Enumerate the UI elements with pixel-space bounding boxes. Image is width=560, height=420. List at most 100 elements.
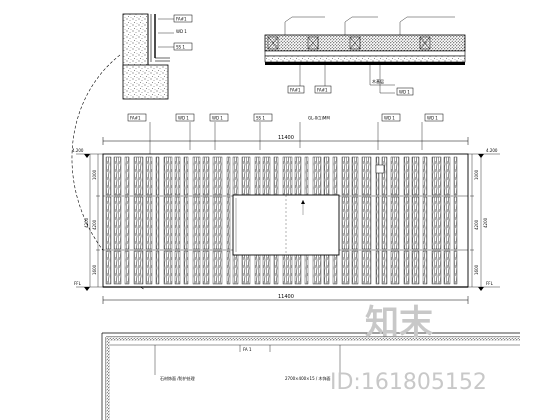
top-dimension: 11400 [102,135,469,145]
right-dim-total: 4200 [483,217,488,228]
wood-slat [341,196,350,250]
detail-tag-3-text: SS 1 [176,45,185,50]
wood-slat [403,156,410,196]
left-dim-3: 1600 [92,264,97,275]
wood-slat [174,156,181,196]
wood-slat [332,250,338,285]
elevation-tag-2: WD 1 [178,116,189,121]
wood-slat [145,156,153,196]
wood-slat [453,250,458,285]
level-marker-top-left: 4.200 [72,148,103,158]
wood-slat [304,156,309,196]
wood-slat [155,250,160,285]
detail-tag-1 [173,14,193,23]
right-dim-2: 4200 [474,219,479,230]
detail-tag-3 [173,42,193,51]
wood-slat [422,250,428,285]
bottom-note: 2700×400×15 / 木饰面 [285,375,331,381]
wood-slat [145,196,153,250]
elevation-callouts [149,122,423,155]
wood-slat [304,250,309,285]
elevation-tag-3: WD 1 [212,116,223,121]
wood-slat [192,250,201,285]
wood-slat [403,196,410,250]
wood-slat [351,156,359,196]
right-dim-1: 1000 [474,169,479,180]
wood-slat [124,156,130,196]
wood-slat [226,250,231,285]
left-dim-total: 4200 [84,217,89,228]
wood-slat [183,196,189,250]
wood-slat [133,156,144,196]
wood-slat-group [105,156,458,285]
left-dim-1: 1000 [92,169,97,180]
section-tag-3-text: WD 1 [399,90,410,95]
wood-slat [183,250,189,285]
wood-slat [226,156,231,196]
wood-slat [155,156,160,196]
wood-slat [113,250,122,285]
wood-slat [163,250,173,285]
wood-slat [155,196,160,250]
reference-arc [71,54,146,291]
bottom-dimension-text: 11400 [278,294,294,300]
wood-slat [332,156,338,196]
wood-slat [254,250,261,285]
wood-slat [113,156,122,196]
section-tag-1-text: FA#1 [290,88,301,93]
wood-slat [361,156,372,196]
wood-slat [232,156,239,196]
wood-slat [212,250,223,285]
wood-slat [361,250,372,285]
wood-slat [124,250,130,285]
wood-slat [443,156,451,196]
wood-slat [381,156,388,196]
wood-slat [282,156,293,196]
section-tag-2-text: FA#1 [317,88,328,93]
watermark: 知末 ID:161805152 [330,303,487,395]
bottom-dimension: 11400 [102,294,469,304]
wood-slat [361,196,372,250]
wood-slat [375,250,380,285]
wood-slat [226,196,231,250]
level-top-left-text: 4.200 [72,148,84,153]
wood-slat [105,196,112,250]
wood-slat [390,250,400,285]
wood-slat [212,156,223,196]
level-marker-ffl-right: FFL [468,281,500,291]
wood-slat [105,156,112,196]
wood-slat [174,250,181,285]
wood-slat [411,156,420,196]
wood-slat [375,156,380,196]
wood-slat [113,196,122,250]
elevation-tag-5: WD 1 [384,116,395,121]
wood-slat [212,196,223,250]
wood-slat [323,250,330,285]
wood-slat [375,196,380,250]
top-dimension-text: 11400 [278,135,294,141]
wood-slat [403,250,410,285]
detail-tag-1-text: FA#1 [176,17,187,22]
wood-slat [323,156,330,196]
wood-slat [163,196,173,250]
wood-slat [273,156,279,196]
wood-slat [124,196,130,250]
wood-slat [341,156,350,196]
wood-slat [262,250,271,285]
section-tag-1 [287,85,305,94]
wood-slat [282,250,293,285]
right-dim-3: 1600 [474,264,479,275]
watermark-id: ID:161805152 [330,370,487,395]
wood-slat [351,250,359,285]
detail-tag-2-text: WD 1 [176,29,187,34]
elevation-wall [102,153,469,288]
wood-slat [381,250,388,285]
wood-slat [241,250,251,285]
elevation-tag-1: FA#1 [130,116,141,121]
left-vertical-dimension [89,154,100,287]
wood-slat [453,156,458,196]
wood-slat [294,250,302,285]
wood-slat [381,196,388,250]
bottom-dim-note: FA 1 [243,347,252,352]
wood-slat [312,250,322,285]
